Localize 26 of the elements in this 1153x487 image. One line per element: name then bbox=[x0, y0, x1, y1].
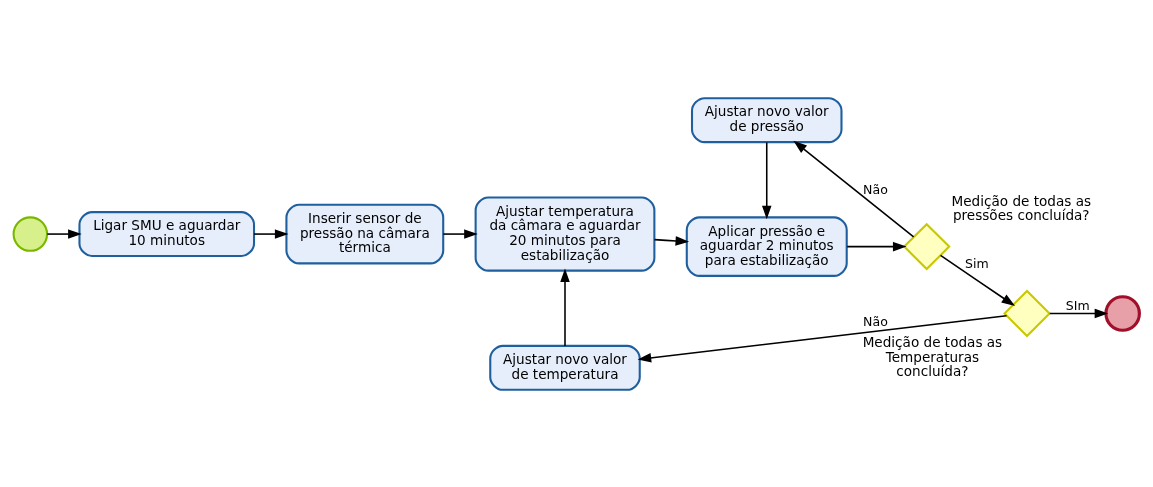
arrow bbox=[793, 140, 915, 238]
node-diamond bbox=[902, 222, 951, 271]
node-box: Aplicar pressão e aguardar 2 minutos para estabilização bbox=[685, 215, 848, 277]
node-circle bbox=[12, 215, 49, 252]
node-box: Ajustar temperatura da câmara e aguardar 20 minutos para estabilização bbox=[474, 195, 656, 272]
arrow bbox=[637, 314, 1008, 363]
arrow bbox=[939, 254, 1016, 306]
node-box: Ajustar novo valor de pressão bbox=[690, 96, 843, 143]
edge-label: SIm bbox=[1065, 297, 1090, 313]
edge-label: Não bbox=[863, 181, 888, 197]
node-box: Ajustar novo valor de temperatura bbox=[489, 344, 641, 391]
arrow bbox=[1049, 308, 1109, 318]
node-label: Medição de todas as pressões concluída? bbox=[951, 192, 1092, 223]
arrow bbox=[653, 235, 690, 246]
arrow bbox=[846, 241, 907, 251]
arrow bbox=[560, 267, 570, 347]
edge-label: Sim bbox=[965, 255, 989, 271]
node-box: Ligar SMU e aguardar 10 minutos bbox=[78, 210, 256, 257]
node-circle bbox=[1104, 294, 1141, 332]
edge-label: Não bbox=[863, 313, 888, 329]
arrow bbox=[46, 228, 82, 239]
arrow bbox=[762, 141, 772, 219]
arrow bbox=[442, 228, 478, 239]
arrow bbox=[253, 228, 289, 239]
node-label: Medição de todas as Temperaturas concluída? bbox=[862, 333, 1003, 379]
node-box: Inserir sensor de pressão na câmara térmica bbox=[285, 203, 445, 264]
